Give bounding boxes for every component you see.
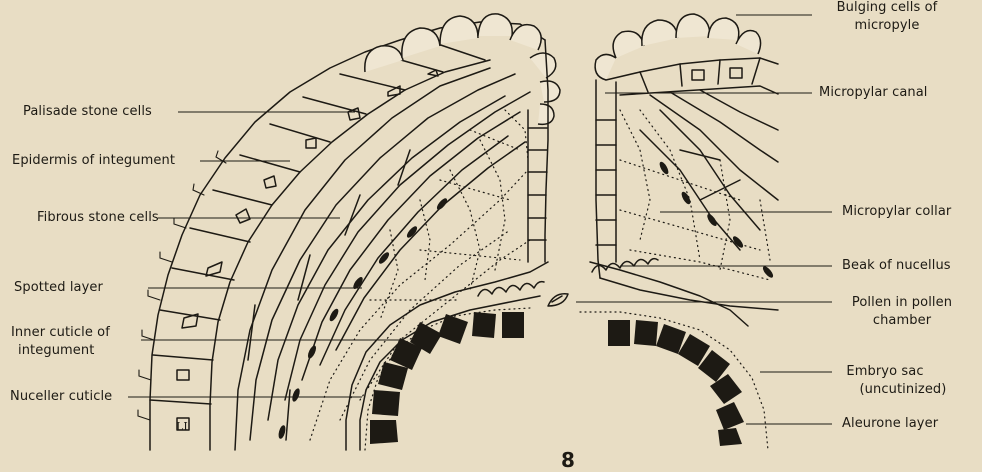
label-nuceller-cuticle: Nuceller cuticle bbox=[10, 389, 112, 405]
pollen-grain bbox=[548, 294, 568, 306]
label-embryo-sac-line2: (uncutinized) bbox=[838, 382, 968, 398]
label-pollen-line1: Pollen in pollen bbox=[832, 295, 972, 311]
left-dotted-tissue bbox=[310, 110, 530, 440]
label-palisade-stone-cells: Palisade stone cells bbox=[23, 104, 152, 120]
right-lower-contour bbox=[600, 278, 778, 310]
label-beak-of-nucellus: Beak of nucellus bbox=[842, 258, 951, 274]
palisade-partitions bbox=[150, 38, 485, 404]
figure-number: 8 bbox=[561, 448, 575, 472]
right-cuticle-curve bbox=[590, 262, 748, 326]
right-palisade-cells bbox=[620, 58, 778, 95]
right-bulging-cells bbox=[595, 14, 760, 80]
label-bulging-cells-line2: micropyle bbox=[812, 18, 962, 34]
right-aleurone-cells bbox=[608, 320, 744, 446]
cell-glyph: LI bbox=[176, 419, 188, 435]
right-canal-wall-cells bbox=[596, 82, 616, 262]
label-inner-cuticle-line1: Inner cuticle of bbox=[11, 325, 110, 341]
label-micropylar-canal: Micropylar canal bbox=[819, 85, 928, 101]
label-pollen-line2: chamber bbox=[832, 313, 972, 329]
label-embryo-sac-line1: Embryo sac bbox=[830, 364, 940, 380]
label-inner-cuticle-line2: integument bbox=[18, 343, 94, 359]
label-spotted-layer: Spotted layer bbox=[14, 280, 103, 296]
left-integument bbox=[138, 14, 568, 450]
label-bulging-cells-line1: Bulging cells of bbox=[812, 0, 962, 16]
left-bulging-cells bbox=[365, 14, 560, 124]
right-integument bbox=[580, 14, 778, 450]
left-aleurone-cells bbox=[370, 312, 524, 444]
label-fibrous-stone-cells: Fibrous stone cells bbox=[37, 210, 159, 226]
right-outer-contour bbox=[596, 80, 600, 278]
label-epidermis-of-integument: Epidermis of integument bbox=[12, 153, 175, 169]
label-aleurone-layer: Aleurone layer bbox=[842, 416, 938, 432]
right-dotted-tissue bbox=[620, 110, 770, 280]
right-fibrous-cells bbox=[640, 90, 778, 250]
left-canal-wall-cells bbox=[528, 110, 547, 262]
label-micropylar-collar: Micropylar collar bbox=[842, 204, 951, 220]
right-spotted-marks bbox=[658, 160, 775, 279]
